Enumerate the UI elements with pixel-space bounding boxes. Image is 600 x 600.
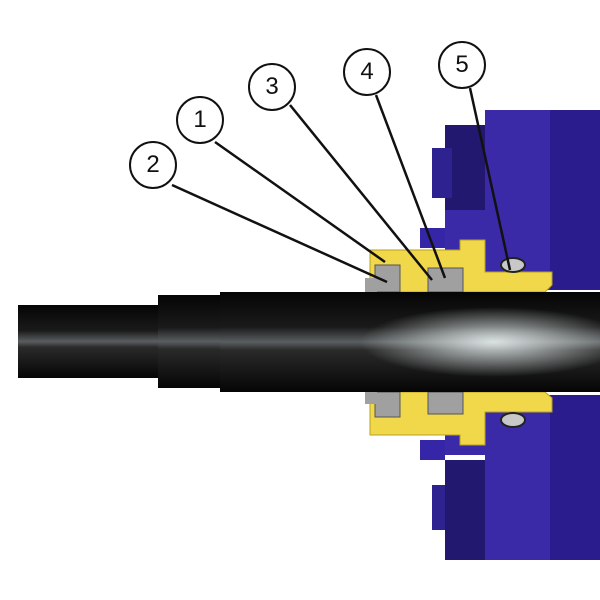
- callout-label: 1: [193, 106, 207, 133]
- shaft: [18, 292, 600, 392]
- callout-label: 3: [265, 73, 279, 100]
- callout-2: 2: [129, 141, 177, 189]
- callout-label: 4: [360, 58, 374, 85]
- callout-1: 1: [176, 96, 224, 144]
- callout-label: 5: [455, 51, 469, 78]
- leader-line-3: [289, 104, 433, 281]
- callout-4: 4: [343, 48, 391, 96]
- leader-lines: [171, 87, 512, 284]
- leader-line-4: [374, 94, 447, 279]
- seal-rings: [365, 257, 526, 428]
- leader-line-1: [214, 140, 386, 264]
- callout-label: 2: [146, 151, 160, 178]
- callout-5: 5: [438, 41, 486, 89]
- leader-line-2: [171, 183, 388, 284]
- leader-line-5: [468, 87, 512, 271]
- callout-3: 3: [248, 63, 296, 111]
